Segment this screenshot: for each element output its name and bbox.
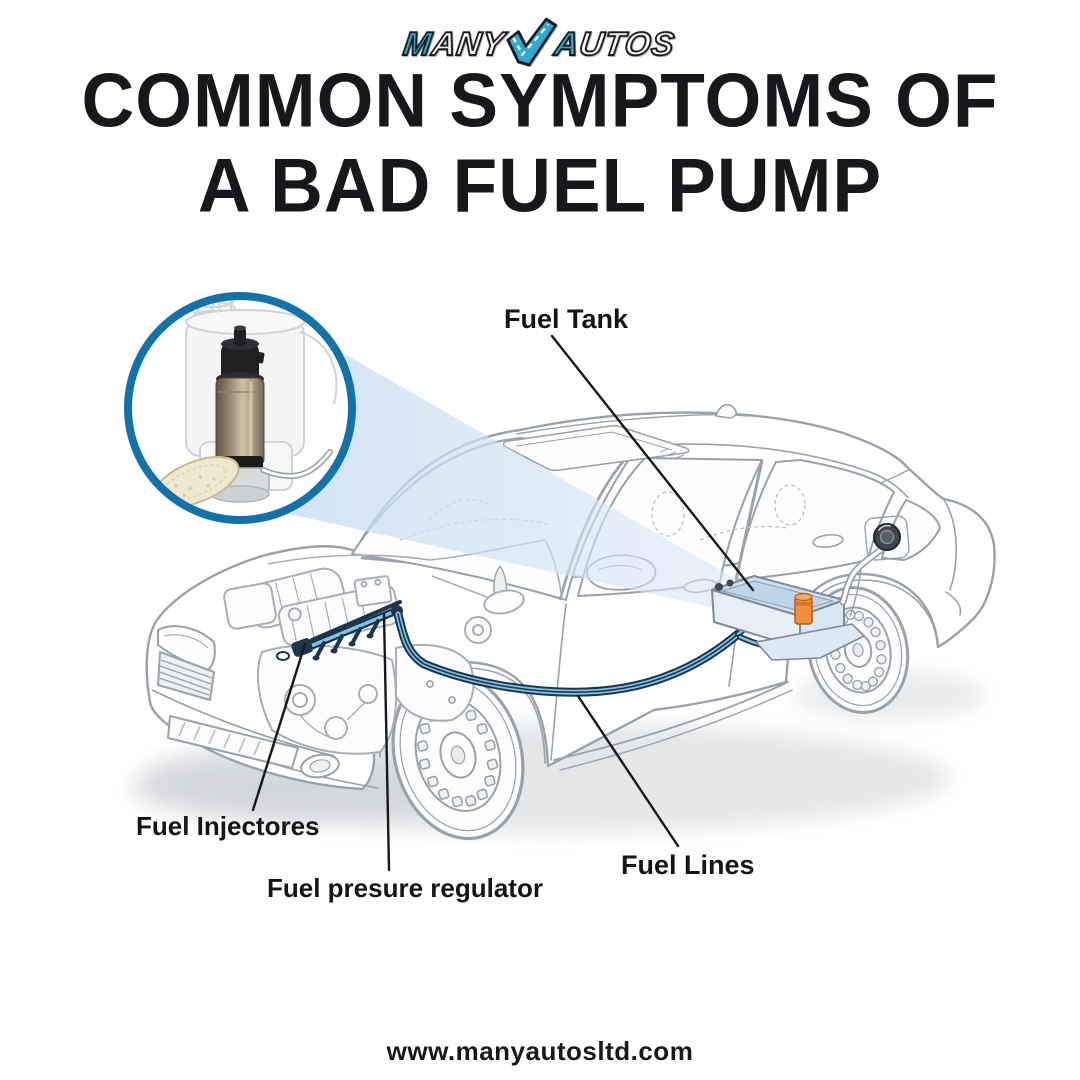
label-fuel-lines: Fuel Lines <box>621 850 755 880</box>
inset-ring <box>124 292 356 524</box>
car-front <box>151 625 340 779</box>
magnifier-beam <box>262 348 806 628</box>
title-line-1: COMMON SYMPTOMS OF <box>81 58 999 143</box>
engine <box>223 539 563 755</box>
label-fuel-tank: Fuel Tank <box>504 304 629 334</box>
fuel-pump-module <box>794 592 813 625</box>
title-line-2: A BAD FUEL PUMP <box>197 144 883 229</box>
leader-fuel-injectors <box>251 642 307 812</box>
page-title: COMMON SYMPTOMS OF A BAD FUEL PUMP <box>0 59 1080 231</box>
label-fuel-pressure-regulator: Fuel presure regulator <box>267 873 543 903</box>
fuel-filler <box>839 523 901 606</box>
fuel-pump-inset <box>124 292 356 524</box>
label-fuel-injectors: Fuel Injectores <box>136 811 320 841</box>
leader-fuel-lines <box>576 694 680 848</box>
fuel-pump <box>210 325 333 503</box>
fuel-rail-and-injectors <box>276 600 403 661</box>
website-url: www.manyautosltd.com <box>386 1036 694 1066</box>
leader-fuel-pressure-regulator <box>382 612 391 872</box>
leader-lines <box>251 334 755 872</box>
checkmark-road-icon <box>506 17 557 67</box>
leader-fuel-tank <box>550 334 755 592</box>
